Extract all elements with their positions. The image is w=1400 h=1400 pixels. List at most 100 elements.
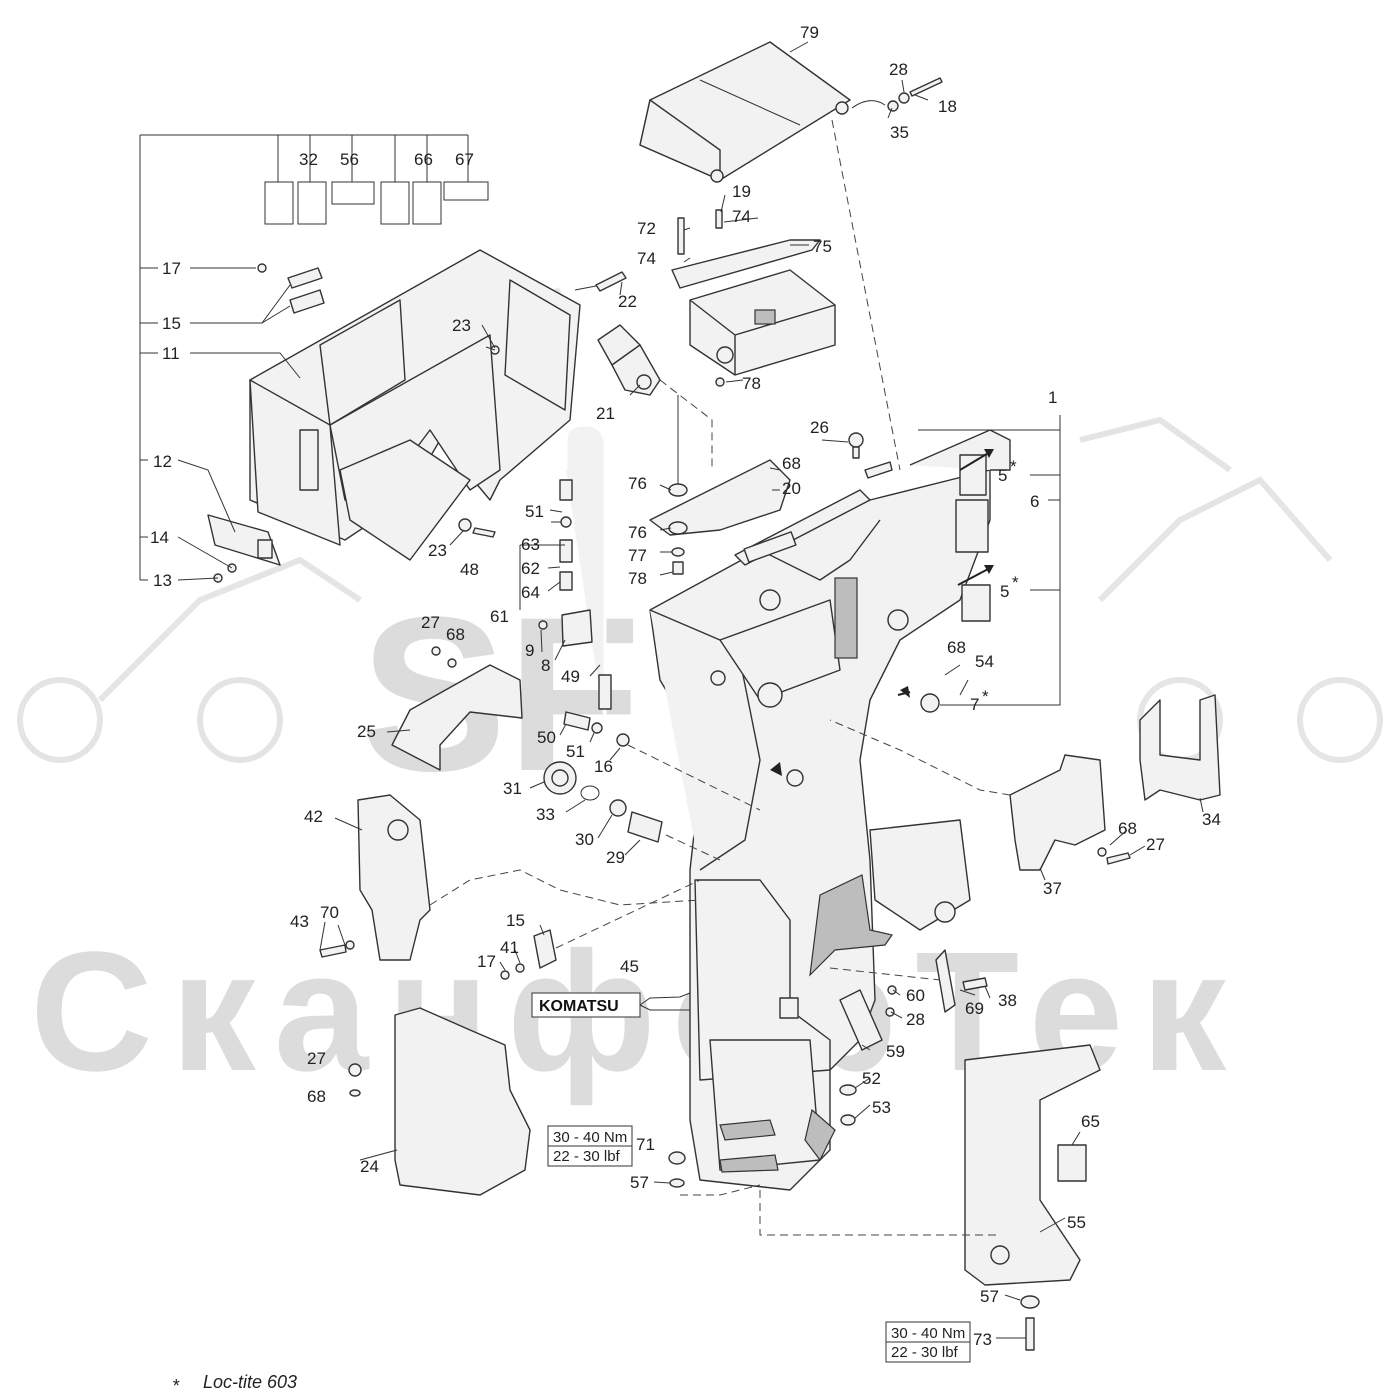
base-plate-55: [759, 1044, 1101, 1351]
left-assembly-bracket: [139, 134, 489, 581]
brand-label: KOMATSU: [531, 992, 641, 1018]
callout-34: 34: [1202, 810, 1221, 829]
callout-7: 7: [970, 695, 979, 714]
torque-spec-71: 30 - 40 Nm 22 - 30 lbf: [547, 1125, 633, 1167]
cover-25: [391, 646, 523, 771]
control-unit-75: [671, 209, 836, 387]
callout-48: 48: [460, 560, 479, 579]
callout-68-lower: 68: [307, 1087, 326, 1106]
callout-75: 75: [813, 237, 832, 256]
callout-11: 11: [162, 344, 180, 363]
bolt-18-washer-28-nut-35: [851, 77, 943, 112]
callout-57-right: 57: [980, 1287, 999, 1306]
callout-17-lower: 17: [477, 952, 496, 971]
callout-27-lower: 27: [307, 1049, 326, 1068]
callout-28-lower: 28: [906, 1010, 925, 1029]
callout-23-upper: 23: [452, 316, 471, 335]
cover-37: [829, 719, 1131, 871]
callout-74-upper: 74: [732, 207, 751, 226]
callout-18: 18: [938, 97, 957, 116]
callout-35: 35: [890, 123, 909, 142]
callout-78-upper: 78: [742, 374, 761, 393]
callout-6: 6: [1030, 492, 1039, 511]
callout-22: 22: [618, 292, 637, 311]
callout-29: 29: [606, 848, 625, 867]
callout-76-lower: 76: [628, 523, 647, 542]
kit-box-4: [380, 181, 410, 225]
hose-49: [559, 423, 612, 730]
callout-15-upper: 15: [162, 314, 181, 333]
callout-51-upper: 51: [525, 502, 544, 521]
callout-5-lower: 5: [1000, 582, 1009, 601]
bracket-59: [839, 985, 897, 1051]
callout-15-lower: 15: [506, 911, 525, 930]
main-frame: [649, 429, 1011, 1191]
asterisk-5-upper: *: [1010, 457, 1017, 476]
callout-1: 1: [1048, 388, 1057, 407]
callout-24: 24: [360, 1157, 379, 1176]
kit-box-56: [331, 181, 375, 205]
footnote: * Loc-tite 603: [172, 1372, 297, 1396]
callout-78-lower: 78: [628, 569, 647, 588]
callout-70: 70: [320, 903, 339, 922]
callout-labels: 79 28 18 35 32 56 66 67 19 72 74 74 75 1…: [150, 23, 1221, 1349]
plate-8-screw-9: [538, 609, 593, 647]
callout-31: 31: [503, 779, 522, 798]
bracket-69-bolt-38: [829, 949, 988, 1013]
bolt-22: [574, 271, 627, 292]
callout-64: 64: [521, 583, 540, 602]
callout-5-upper: 5: [998, 466, 1007, 485]
callout-60: 60: [906, 986, 925, 1005]
breather-31-oring-33: [543, 761, 600, 801]
callout-42: 42: [304, 807, 323, 826]
callout-68-right: 68: [1118, 819, 1137, 838]
filter-29-seal-30: [609, 799, 721, 861]
nut-23-pin-48: [458, 345, 500, 538]
kit-box-66: [412, 181, 442, 225]
callout-49: 49: [561, 667, 580, 686]
callout-30: 30: [575, 830, 594, 849]
callout-20: 20: [782, 479, 801, 498]
watermark-machine-outline: [17, 287, 1383, 763]
torque-spec-71-lbf: 22 - 30 lbf: [553, 1148, 621, 1165]
torque-spec-73-nm: 30 - 40 Nm: [891, 1325, 965, 1342]
callout-13: 13: [153, 571, 172, 590]
callout-33: 33: [536, 805, 555, 824]
kit-box-32: [297, 181, 327, 225]
callout-16: 16: [594, 757, 613, 776]
callout-8: 8: [541, 656, 550, 675]
callout-41: 41: [500, 938, 519, 957]
callout-77: 77: [628, 546, 647, 565]
fittings-50-51-16: [563, 711, 761, 811]
callout-61: 61: [490, 607, 509, 626]
footnote-text: Loc-tite 603: [203, 1372, 297, 1392]
callout-51-lower: 51: [566, 742, 585, 761]
top-cover-79: [639, 41, 901, 471]
cylinder-parts-76-77-78: [668, 395, 688, 575]
callout-68-mid-left: 68: [446, 625, 465, 644]
callout-17-upper: 17: [162, 259, 181, 278]
callout-74-lower: 74: [637, 249, 656, 268]
callout-38: 38: [998, 991, 1017, 1010]
torque-spec-71-nm: 30 - 40 Nm: [553, 1129, 627, 1146]
brand-label-text: KOMATSU: [539, 998, 619, 1015]
kit-box-67: [443, 181, 489, 201]
callout-27-upper: 27: [421, 613, 440, 632]
cover-34: [1139, 694, 1221, 801]
callout-25: 25: [357, 722, 376, 741]
brackets-15: [257, 263, 325, 314]
asterisk-7: *: [982, 687, 989, 706]
torque-spec-73: 30 - 40 Nm 22 - 30 lbf: [885, 1321, 971, 1363]
callout-71: 71: [636, 1135, 655, 1154]
callout-50: 50: [537, 728, 556, 747]
left-housing-11: [249, 249, 581, 561]
callout-56: 56: [340, 150, 359, 169]
callout-43: 43: [290, 912, 309, 931]
callout-79: 79: [800, 23, 819, 42]
callout-66: 66: [414, 150, 433, 169]
asterisk-5-lower: *: [1012, 573, 1019, 592]
callout-62: 62: [521, 559, 540, 578]
torque-spec-73-lbf: 22 - 30 lbf: [891, 1344, 959, 1361]
callout-28: 28: [889, 60, 908, 79]
kit-box-1: [264, 181, 294, 225]
